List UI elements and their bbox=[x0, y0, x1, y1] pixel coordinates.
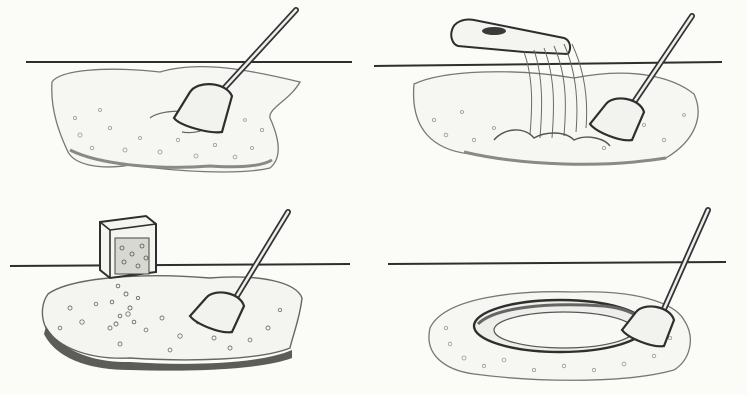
ground-line bbox=[374, 62, 722, 66]
ground-line bbox=[388, 262, 726, 264]
water-trough-icon bbox=[451, 19, 570, 54]
panel-add-water bbox=[374, 0, 747, 197]
panel-3-illustration bbox=[0, 198, 373, 395]
shovel-icon bbox=[622, 210, 708, 346]
panel-4-illustration bbox=[374, 198, 747, 395]
mound bbox=[42, 276, 302, 360]
panel-spread-mound bbox=[0, 0, 373, 197]
mound bbox=[414, 72, 699, 164]
panel-1-illustration bbox=[0, 0, 373, 197]
panel-add-aggregate bbox=[0, 198, 373, 395]
ground-line bbox=[10, 264, 350, 266]
panel-2-illustration bbox=[374, 0, 747, 197]
panel-make-crater bbox=[374, 198, 747, 395]
aggregate-box-icon bbox=[100, 216, 156, 278]
crater-inner bbox=[494, 312, 634, 348]
